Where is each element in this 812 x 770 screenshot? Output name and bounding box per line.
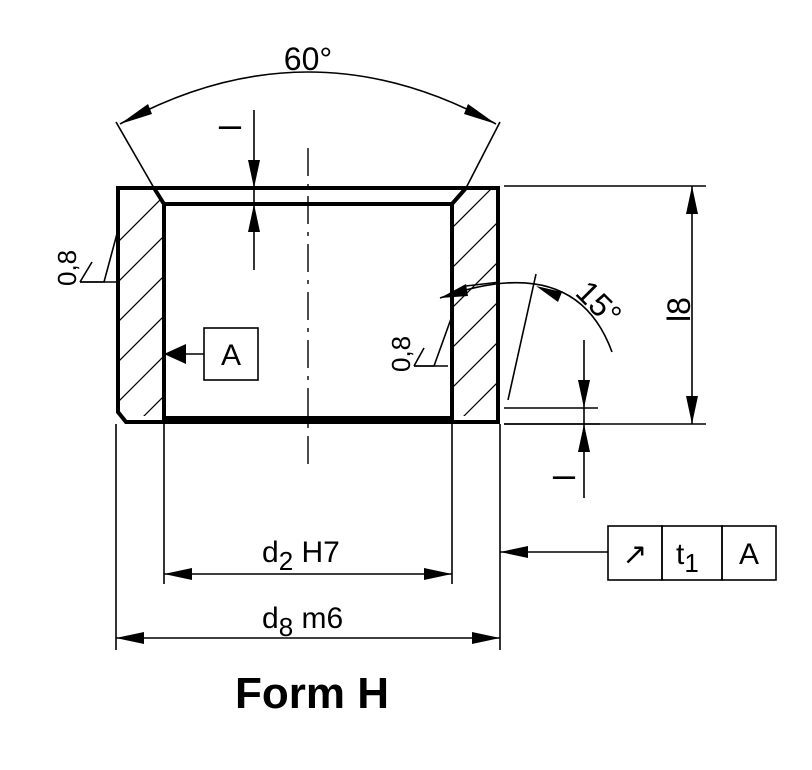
d8-fit: m6 [293, 602, 343, 635]
angle-15-dimension [439, 273, 613, 401]
page-title: Form H [235, 669, 389, 718]
right-wall-hatching [452, 188, 498, 416]
angle-60-dimension [115, 71, 501, 189]
d8-label: d8 m6 [262, 602, 343, 642]
roughness-inner-label: 0,8 [386, 336, 416, 372]
d2-prefix: d [262, 536, 279, 569]
d8-subscript: 8 [279, 612, 293, 642]
tolerance-frame [500, 525, 777, 581]
dash-top-label: – [219, 103, 242, 147]
length-l8-dimension [504, 185, 706, 425]
tolerance-value: t1 [676, 538, 699, 578]
dash-bottom-label: – [553, 453, 576, 497]
d2-label: d2 H7 [262, 536, 340, 576]
d8-dimension [115, 424, 501, 650]
tolerance-subscript: 1 [684, 548, 698, 578]
datum-a-marker [164, 327, 259, 381]
tolerance-prefix: t [676, 538, 685, 571]
tolerance-datum: A [739, 538, 759, 571]
angle-15-label: 15° [569, 273, 629, 333]
d2-subscript: 2 [279, 546, 293, 576]
angle-60-label: 60° [284, 41, 332, 77]
roughness-left-label: 0,8 [52, 250, 82, 286]
roughness-left-symbol [79, 229, 119, 283]
chamfer-depth-dimension [248, 110, 260, 270]
runout-icon: ↗ [622, 538, 647, 571]
datum-a-label: A [221, 339, 241, 372]
left-wall-hatching [118, 188, 164, 416]
length-l8-label: l8 [661, 297, 697, 322]
d8-prefix: d [262, 602, 279, 635]
d2-fit: H7 [293, 536, 340, 569]
roughness-inner-symbol [413, 315, 453, 367]
d2-dimension [163, 424, 453, 584]
